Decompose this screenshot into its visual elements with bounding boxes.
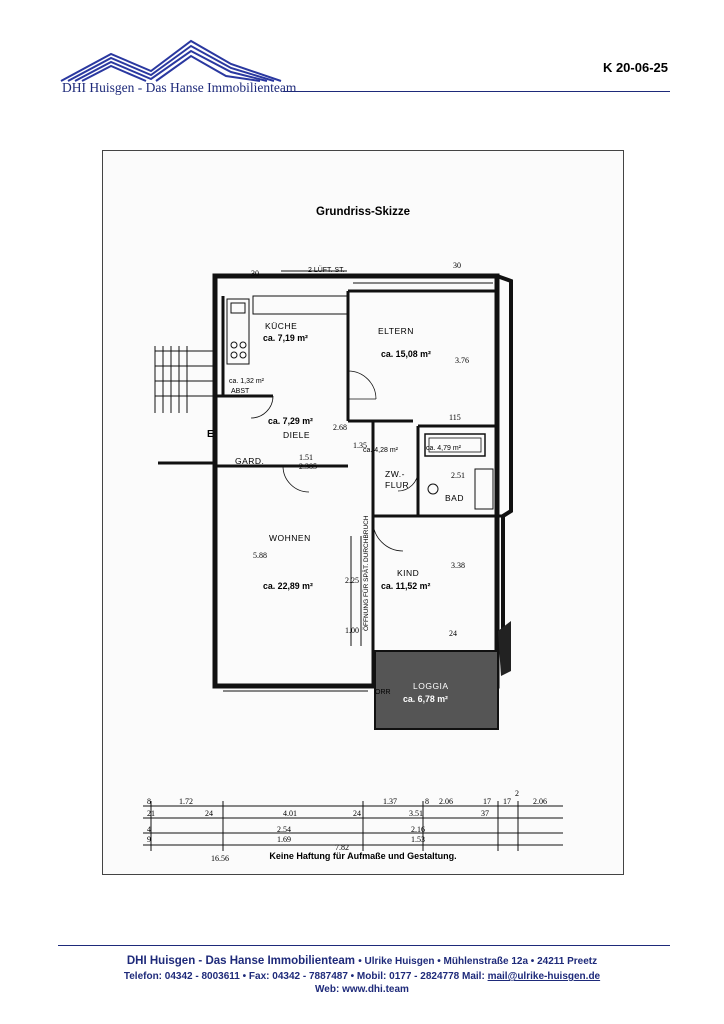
dim-label: 24 (449, 629, 457, 638)
vent-label: 2 LÜFT. ST. (308, 267, 345, 274)
dim-label: 115 (449, 413, 461, 422)
dim-label: 2.385 (299, 462, 317, 471)
dim-row4: 7.82 (335, 843, 349, 852)
plan-disclaimer: Keine Haftung für Aufmaße und Gestaltung… (269, 851, 457, 861)
dim-label: 2.25 (345, 576, 359, 585)
footer-mail-link[interactable]: mail@ulrike-huisgen.de (487, 971, 601, 982)
dim-row3: 9 (147, 835, 151, 844)
header-divider (283, 91, 670, 92)
room-area-abst: ca. 1,32 m² (229, 378, 265, 385)
dim-row2: 24 (353, 809, 361, 818)
dim-label: 3.76 (455, 356, 469, 365)
room-area-diele: ca. 7,29 m² (268, 416, 313, 426)
room-label-loggia: LOGGIA (413, 681, 449, 691)
dim-row1: 2.06 (439, 797, 453, 806)
entrance-marker: E (207, 429, 214, 440)
dim-row2: 2 (515, 789, 519, 798)
dim-row1: 8 (147, 797, 151, 806)
room-label-eltern: ELTERN (378, 326, 414, 336)
dim-row3: 2.16 (411, 825, 425, 834)
footer-contact-line: Telefon: 04342 - 8003611 • Fax: 04342 - … (0, 971, 724, 982)
room-label-zwflur: ZW.-FLUR (385, 469, 410, 490)
company-logo-text: DHI Huisgen - Das Hanse Immobilienteam (62, 80, 297, 95)
room-area-zwflur: ca. 4,28 m² (363, 447, 399, 454)
roof-logo-icon (60, 39, 282, 82)
dim-row3: 2.54 (277, 825, 291, 834)
dim-row1: 4.01 (283, 809, 297, 818)
footer-company-line: DHI Huisgen - Das Hanse Immobilienteam •… (0, 955, 724, 967)
dim-label: 3.38 (451, 561, 465, 570)
room-area-kueche: ca. 7,19 m² (263, 333, 308, 343)
footer-contact: Telefon: 04342 - 8003611 • Fax: 04342 - … (123, 971, 485, 982)
dim-label: 1.35 (353, 441, 367, 450)
room-label-gard: GARD. (235, 456, 265, 466)
dim-row1: 17 (483, 797, 491, 806)
dim-label: 30 (251, 269, 259, 278)
room-label-diele: DIELE (283, 430, 311, 440)
dim-row4: 16.56 (211, 854, 229, 863)
room-label-bad: BAD (445, 493, 464, 503)
room-area-kind: ca. 11,52 m² (381, 581, 431, 591)
dim-row3: 1.53 (411, 835, 425, 844)
dim-row2: 24 (205, 809, 213, 818)
room-label-wohnen: WOHNEN (269, 533, 311, 543)
orr-label: ORR (375, 689, 391, 696)
room-area-eltern: ca. 15,08 m² (381, 349, 431, 359)
room-area-loggia: ca. 6,78 m² (403, 694, 448, 704)
room-label-kueche: KÜCHE (265, 321, 298, 331)
footer-address: • Ulrike Huisgen • Mühlenstraße 12a • 24… (358, 956, 598, 967)
room-area-wohnen: ca. 22,89 m² (263, 581, 313, 591)
room-label-abst: ABST (231, 388, 250, 395)
dim-row1: 8 (425, 797, 429, 806)
room-label-kind: KIND (397, 568, 420, 578)
dim-row1: 1.37 (383, 797, 397, 806)
dim-row3: 4 (147, 825, 151, 834)
dim-label: 1.00 (345, 626, 359, 635)
footer-web[interactable]: Web: www.dhi.team (315, 984, 409, 995)
footer-divider (58, 945, 670, 946)
dim-label: 30 (453, 261, 461, 270)
dim-row2: 37 (481, 809, 489, 818)
room-area-bad: ca. 4,79 m² (426, 445, 462, 452)
opening-note: ÖFFNUNG FÜR SPÄT. DURCHBRUCH (363, 515, 370, 631)
floor-plan-drawing (143, 270, 563, 851)
document-reference: K 20-06-25 (602, 60, 668, 75)
dim-label: 1.51 (299, 453, 313, 462)
dim-row3: 1.69 (277, 835, 291, 844)
dim-label: 5.88 (253, 551, 267, 560)
footer-company: DHI Huisgen - Das Hanse Immobilienteam (126, 955, 355, 967)
dim-row1: 2.06 (533, 797, 547, 806)
plan-title: Grundriss-Skizze (316, 206, 410, 218)
dim-label: 2.51 (451, 471, 465, 480)
dim-row2: 3.51 (409, 809, 423, 818)
dim-row1: 17 (503, 797, 511, 806)
floor-plan: Grundriss-Skizze KÜCHE ca. 7,19 m² ELTER… (102, 150, 624, 875)
dim-row2: 21 (147, 809, 155, 818)
dim-row1: 1.72 (179, 797, 193, 806)
dim-label: 2.68 (333, 423, 347, 432)
